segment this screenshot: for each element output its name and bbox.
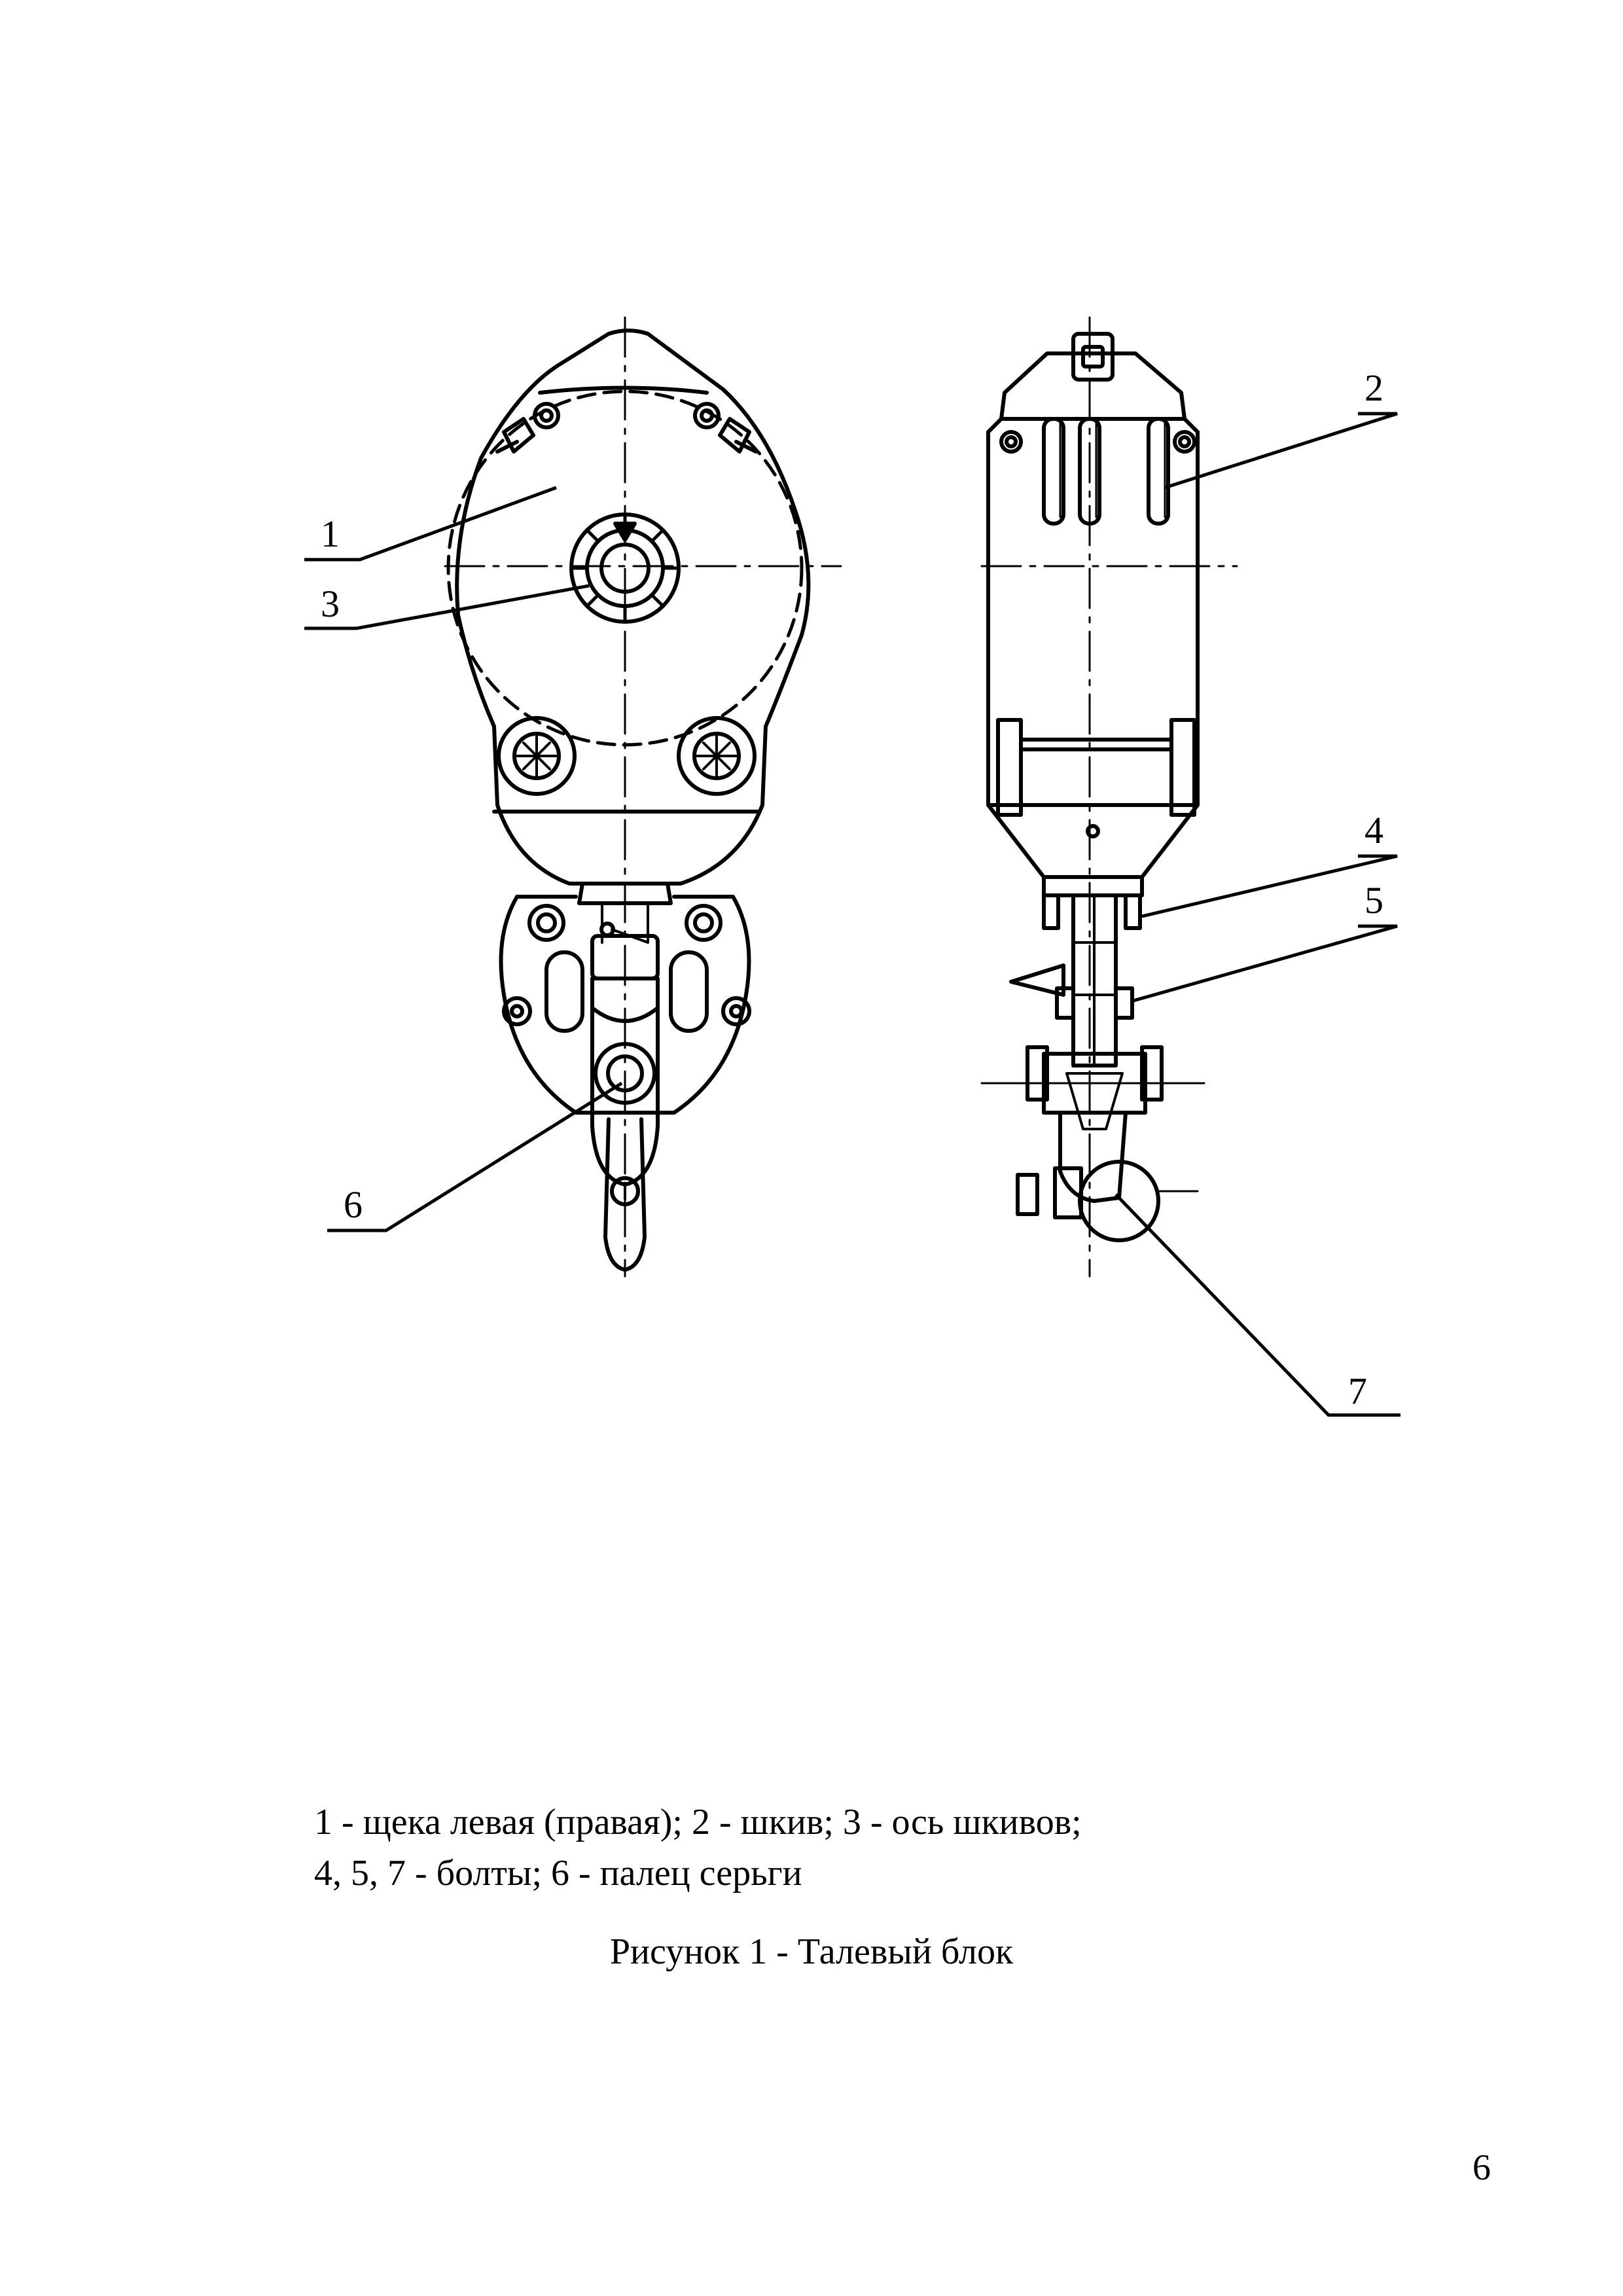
figure-talevyi-blok: 1 3 2 4 5 6 7: [304, 316, 1400, 1417]
callout-3: 3: [321, 583, 340, 625]
legend-line-1: 1 - щека левая (правая); 2 - шкив; 3 - о…: [314, 1802, 1082, 1842]
swivel-eye: [603, 1117, 647, 1272]
callout-7: 7: [1348, 1370, 1367, 1412]
front-view: [444, 316, 842, 1278]
lower-rosette-left: [497, 716, 577, 796]
callout-leaders: [304, 412, 1400, 1417]
top-lug: [1071, 332, 1115, 382]
callout-2: 2: [1364, 367, 1383, 409]
sheave-groove: [1078, 417, 1101, 526]
figure-caption: Рисунок 1 - Талевый блок: [609, 1931, 1014, 1972]
sheave-hidden-outline: [446, 389, 804, 747]
callout-4: 4: [1364, 809, 1383, 852]
legend-line-2: 4, 5, 7 - болты; 6 - палец серьги: [314, 1853, 802, 1893]
sheave-groove: [1147, 417, 1170, 526]
lower-rosette-right: [677, 716, 757, 796]
side-view: [980, 316, 1238, 1278]
callout-6: 6: [344, 1183, 363, 1226]
figure-legend: 1 - щека левая (правая); 2 - шкив; 3 - о…: [314, 1797, 1082, 1899]
shackle-plate: [499, 895, 751, 1115]
callout-1: 1: [321, 512, 340, 555]
side-housing: [986, 430, 1200, 807]
shackle-pin: [594, 1042, 656, 1105]
page-number: 6: [1472, 2147, 1491, 2188]
sheave-groove: [1042, 417, 1065, 526]
callout-5: 5: [1364, 879, 1383, 922]
